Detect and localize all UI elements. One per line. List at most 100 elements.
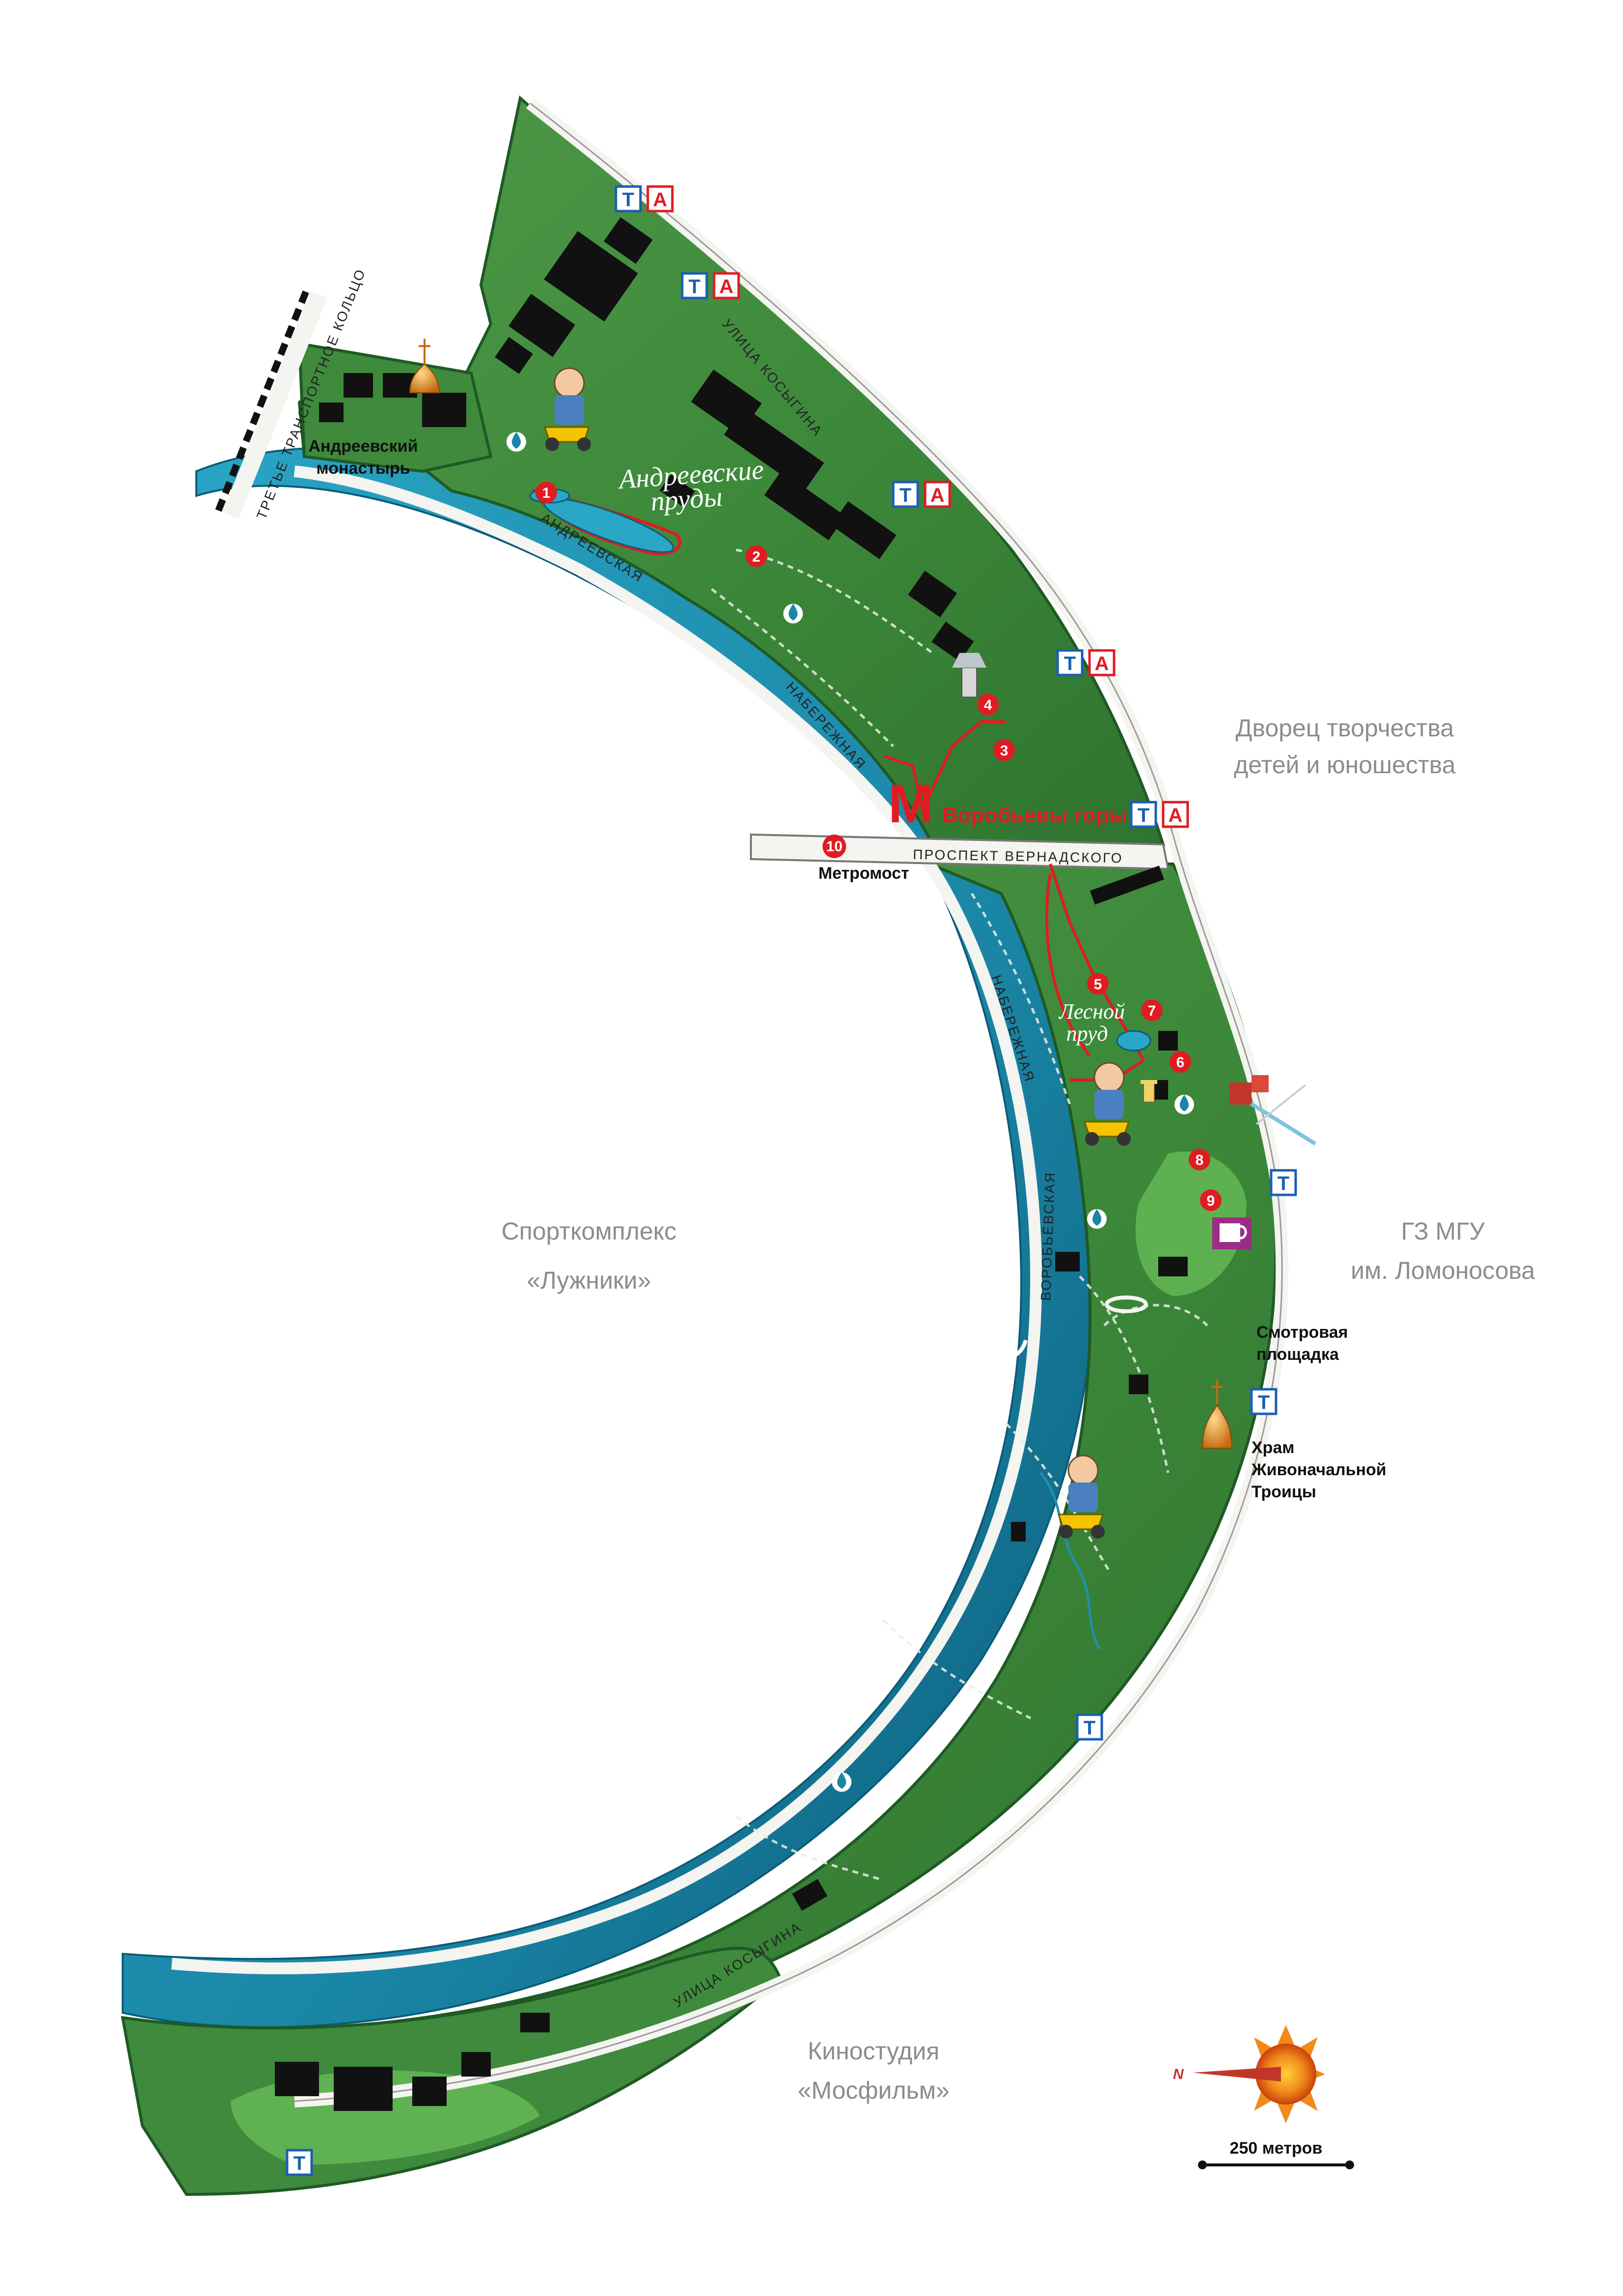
marker-7-label: 7 [1148,1003,1156,1019]
bus-icon: А [1095,653,1109,675]
district-luzhniki-2: «Лужники» [527,1267,651,1294]
marker-6-label: 6 [1176,1054,1185,1071]
lesnoy-pond [1116,1030,1151,1052]
cable-car-icon[interactable] [1229,1075,1317,1146]
district-luzhniki-1: Спорткомплекс [502,1217,677,1245]
monument-icon[interactable] [952,653,986,698]
marker-10[interactable]: 10 [823,835,846,858]
trolleybus-icon: Т [1084,1717,1095,1739]
vernadskogo-road [750,833,1170,870]
bus-icon: А [653,189,667,211]
church-dome-icon[interactable] [1201,1379,1233,1449]
marker-2[interactable]: 2 [745,545,767,567]
poi-observation-deck-1: Смотровая [1256,1323,1348,1342]
embankment-road [171,465,1042,1974]
bus-icon: А [931,485,945,506]
water-drop-icon[interactable] [1174,1095,1194,1114]
sun-compass-icon [1193,2025,1325,2123]
marker-10-label: 10 [826,838,842,855]
kosygina-road-edge [294,102,1283,2102]
poi-vorobyovy-gory-pier-2: горы [936,1281,979,1303]
water-drop-icon[interactable] [1087,1209,1107,1229]
poi-metromost: Метромост [818,864,909,883]
marker-6[interactable]: 6 [1170,1051,1191,1073]
metro-station-name: Воробьевы горы [942,803,1127,827]
anchor-icon[interactable] [975,1300,1028,1360]
metro-icon: M [888,774,933,834]
district-gz-mgu-2: им. Ломоносова [1351,1257,1535,1284]
footpaths [711,548,1208,1882]
marker-2-label: 2 [752,549,761,565]
district-dvorets-2: детей и юношества [1234,751,1456,779]
poi-monastery-2: монастырь [316,459,410,478]
poi-lesnoy-prud-2: пруд [1066,1022,1108,1046]
trolleybus-icon: Т [689,276,700,297]
district-gz-mgu-1: ГЗ МГУ [1401,1217,1485,1245]
monument-icon[interactable] [1141,1080,1157,1103]
water-drop-icon[interactable] [832,1772,851,1792]
stop-8[interactable]: Т [1076,1713,1103,1741]
poi-trinity-church-1: Храм [1251,1438,1295,1457]
stop-5[interactable]: Т А [1130,801,1189,828]
marker-7[interactable]: 7 [1141,999,1163,1021]
metro-station[interactable]: M Воробьевы горы [888,774,1127,834]
marker-1[interactable]: 1 [535,482,557,503]
stop-4[interactable]: Т А [1056,649,1116,676]
marker-8-label: 8 [1196,1152,1204,1168]
kid-scooter-icon[interactable] [543,367,591,451]
district-mosfilm-2: «Мосфильм» [798,2077,949,2104]
poi-lesnoy-prud-1: Лесной [1058,999,1125,1024]
kid-scooter-icon[interactable] [1083,1062,1131,1146]
trolleybus-icon: Т [1138,805,1149,826]
rail-line [215,288,310,512]
marker-9[interactable]: 9 [1200,1189,1222,1211]
kid-scooter-icon[interactable] [1057,1455,1105,1539]
stop-3[interactable]: Т А [892,481,951,508]
trolleybus-icon: Т [293,2153,305,2174]
scale-label: 250 метров [1230,2139,1323,2158]
poi-andreevskie-prudy-2: пруды [650,482,723,517]
trolleybus-icon: Т [1258,1392,1270,1413]
marker-8[interactable]: 8 [1189,1149,1210,1170]
marker-5-label: 5 [1094,976,1102,993]
trolleybus-icon: Т [622,189,634,211]
buildings [275,217,1188,2111]
river-name-reka: река [771,1509,857,1608]
street-vernadskogo: ПРОСПЕКТ ВЕРНАДСКОГО [913,847,1123,865]
poi-trinity-church-3: Троицы [1251,1483,1316,1501]
district-mosfilm-1: Киностудия [808,2037,939,2065]
water-drop-icon[interactable] [783,604,803,623]
bus-icon: А [1169,805,1183,826]
marker-3[interactable]: 3 [993,739,1015,761]
marker-4-label: 4 [984,697,992,713]
trolleybus-icon: Т [1277,1173,1289,1194]
bus-icon: А [719,276,734,297]
district-dvorets-1: Дворец творчества [1236,714,1454,742]
stop-6[interactable]: Т [1270,1169,1297,1196]
water-drop-icon[interactable] [506,432,526,452]
scale-bar [1198,2161,1354,2169]
stop-9[interactable]: Т [286,2149,313,2176]
church-dome-icon[interactable] [409,339,440,393]
cafe-icon[interactable] [1212,1217,1251,1249]
roundabout [1105,1296,1148,1313]
marker-1-label: 1 [542,485,551,501]
trolleybus-icon: Т [1064,653,1076,675]
marker-9-label: 9 [1207,1193,1215,1209]
compass-north-label: N [1173,2066,1184,2082]
poi-observation-deck-2: площадка [1256,1345,1339,1364]
third-ring-road [222,291,327,519]
stop-2[interactable]: Т А [681,272,740,299]
stop-1[interactable]: Т А [614,185,674,213]
marker-5[interactable]: 5 [1087,973,1109,995]
poi-monastery-1: Андреевский [308,437,418,456]
poi-trinity-church-2: Живоначальной [1251,1460,1386,1479]
poi-vorobyovy-gory-pier-1: Воробьёвы [905,1259,1008,1281]
trolleybus-icon: Т [900,485,911,506]
stream [1039,1472,1101,1650]
stop-7[interactable]: Т [1250,1388,1277,1415]
marker-3-label: 3 [1000,743,1009,759]
marker-4[interactable]: 4 [977,694,999,715]
river-name-moskva: Москва [847,1344,971,1498]
